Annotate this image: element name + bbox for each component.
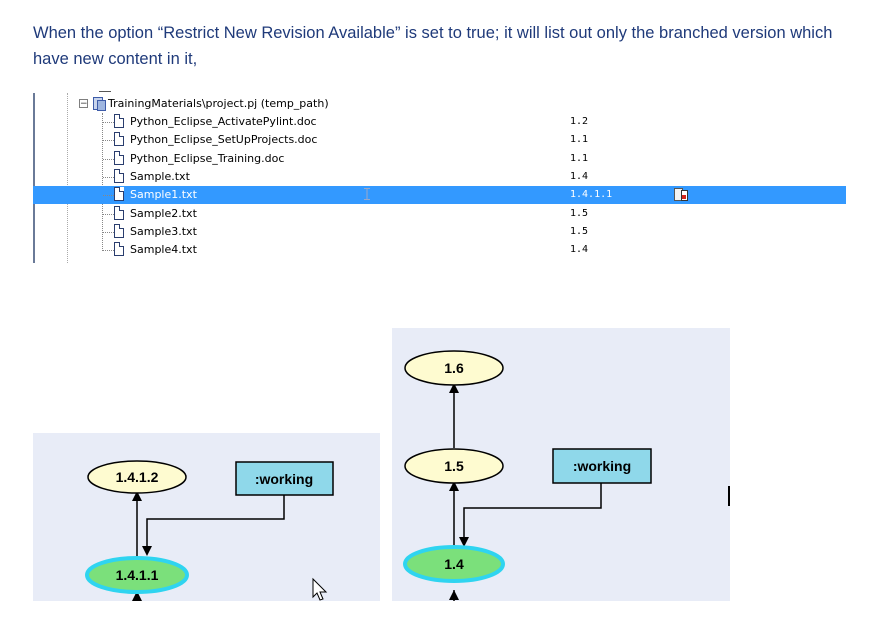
revision-node-1-5	[404, 448, 504, 484]
tree-connector	[103, 231, 114, 233]
file-name: Sample2.txt	[130, 206, 197, 220]
tree-overline	[99, 91, 111, 92]
revision-number: 1.4	[570, 244, 589, 256]
tree-connector	[103, 250, 114, 252]
edge-arrowhead	[132, 591, 142, 601]
revision-graph-left: 1.4.1.2 :working 1.4.1.1	[85, 460, 334, 601]
tree-root-label: TrainingMaterials\project.pj (temp_path)	[108, 96, 329, 110]
file-icon	[114, 168, 124, 183]
tree-row[interactable]: Python_Eclipse_Training.doc 1.1	[33, 150, 846, 168]
tree-connector	[103, 195, 114, 197]
text-caret	[728, 486, 730, 506]
revision-node-1-4	[403, 545, 505, 583]
file-icon	[114, 132, 124, 147]
revision-node-1-4-1-1	[85, 556, 189, 594]
revision-number: 1.2	[570, 116, 589, 127]
tree-row[interactable]: Sample2.txt 1.5	[33, 205, 846, 223]
revision-node-label: 1.4.1.2	[116, 469, 159, 485]
file-icon	[114, 223, 124, 238]
intro-paragraph: When the option “Restrict New Revision A…	[33, 24, 833, 68]
collapse-icon[interactable]: −	[79, 98, 88, 109]
file-name: Python_Eclipse_Training.doc	[130, 151, 285, 165]
tree-left-border	[33, 93, 35, 263]
working-node-label: :working	[573, 458, 631, 474]
revision-node-label: 1.5	[444, 458, 464, 474]
tree-guide-line	[67, 93, 68, 263]
tree-connector	[103, 176, 114, 178]
revision-number: 1.5	[570, 225, 589, 237]
revision-number: 1.5	[570, 207, 589, 219]
file-name: Sample3.txt	[130, 224, 197, 238]
file-icon	[114, 187, 124, 202]
file-name: Python_Eclipse_SetUpProjects.doc	[130, 133, 318, 147]
tree-row[interactable]: Sample3.txt 1.5	[33, 223, 846, 241]
mouse-pointer-icon	[312, 577, 328, 601]
file-icon	[114, 242, 124, 257]
revision-number: 1.1	[570, 134, 589, 146]
tree-connector	[103, 140, 114, 142]
revision-diagram-right: 1.6 1.5 :working 1.4	[392, 328, 730, 601]
current-node-label: 1.4.1.1	[116, 567, 159, 583]
tree-root-node[interactable]: − TrainingMaterials\project.pj (temp_pat…	[79, 94, 329, 112]
tree-row[interactable]: Sample1.txt 1.4.1.1	[33, 186, 846, 205]
file-icon	[114, 205, 124, 220]
file-icon	[114, 114, 124, 128]
revision-node-label: 1.6	[444, 360, 464, 376]
tree-connector	[103, 158, 114, 160]
working-node-label: :working	[255, 471, 313, 487]
locked-file-icon[interactable]	[673, 188, 688, 202]
revision-node-1-6	[404, 350, 504, 386]
revision-number: 1.4	[570, 170, 589, 182]
edge-arrowhead	[449, 590, 459, 600]
revision-diagram-left: 1.4.1.2 :working 1.4.1.1	[33, 433, 380, 601]
tree-row[interactable]: Python_Eclipse_SetUpProjects.doc 1.1	[33, 131, 846, 149]
ibeam-cursor-icon	[364, 188, 370, 201]
tree-row[interactable]: Sample4.txt 1.4	[33, 241, 846, 259]
file-name: Sample4.txt	[130, 243, 197, 257]
tree-connector	[103, 213, 114, 215]
current-node-label: 1.4	[444, 556, 464, 572]
working-node	[552, 448, 652, 484]
revision-number: 1.4.1.1	[570, 189, 613, 201]
tree-connector	[103, 122, 114, 123]
edge-working-to-1-4	[459, 482, 602, 547]
tree-branch-line	[102, 113, 103, 251]
file-icon	[114, 150, 124, 165]
revision-number: 1.1	[570, 152, 589, 164]
revision-node-1-4-1-2	[87, 460, 187, 494]
tree-row[interactable]: Sample.txt 1.4	[33, 168, 846, 186]
tree-row[interactable]: Python_Eclipse_ActivatePylint.doc 1.2	[33, 113, 846, 131]
file-name: Sample1.txt	[130, 188, 197, 202]
file-name: Sample.txt	[130, 169, 190, 183]
project-icon	[91, 96, 106, 111]
working-node	[235, 461, 334, 496]
revision-graph-right: 1.6 1.5 :working 1.4	[403, 350, 652, 601]
project-tree[interactable]: − TrainingMaterials\project.pj (temp_pat…	[33, 91, 846, 263]
edge-working-to-1-4-1-1	[142, 491, 285, 556]
file-name: Python_Eclipse_ActivatePylint.doc	[130, 115, 317, 128]
